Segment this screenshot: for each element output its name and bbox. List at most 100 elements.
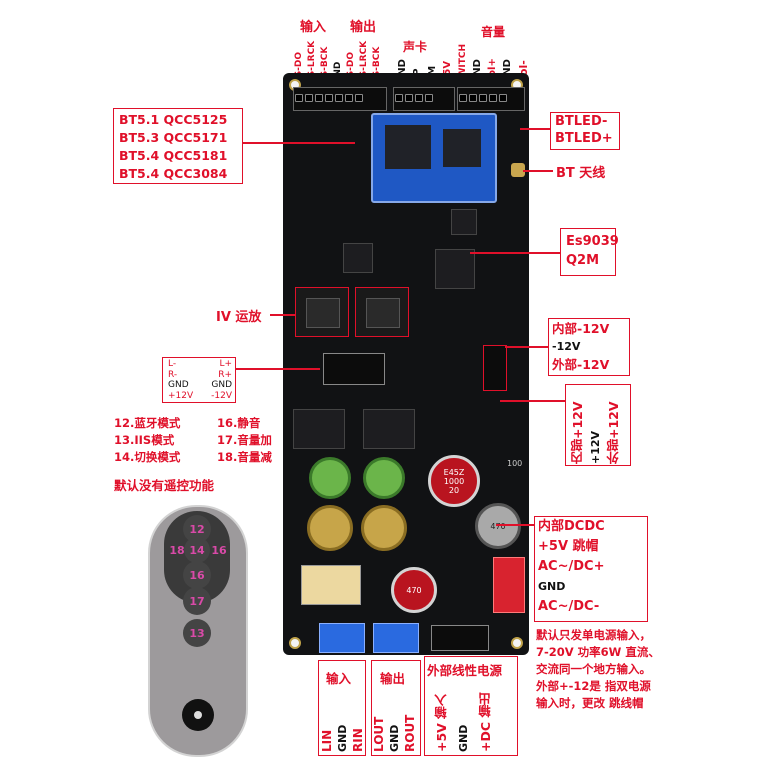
res-mark: 100 (507, 459, 523, 468)
capacitor: 470 (391, 567, 437, 613)
pcb-board: E45Z 1000 20 470 470 100 (283, 73, 529, 655)
dac-label: Es9039 Q2M (566, 232, 619, 270)
pin-label: GND (457, 724, 470, 752)
remote-key-list-right: 16.静音 17.音量加 18.音量减 (217, 415, 272, 466)
cap-mark: 470 (490, 521, 506, 531)
opamp-socket (295, 287, 349, 337)
dac-line-2: Q2M (566, 253, 600, 268)
btled-labels: BTLED- BTLED+ (555, 113, 613, 147)
lr-jumper-header (323, 353, 385, 385)
bottom-input-pins: LIN GND RIN (320, 700, 365, 752)
pin-gnd: GND (211, 380, 232, 390)
ext-power-header (431, 625, 489, 651)
pin-r-minus: R- (168, 369, 178, 380)
remote-button[interactable]: 16 (211, 543, 227, 557)
neg12-labels: 内部-12V -12V 外部-12V (552, 320, 609, 374)
output-opamp (293, 409, 345, 449)
pin-l-plus: L+ (219, 359, 232, 369)
cap-mark: E45Z (443, 467, 465, 477)
dac-chip (435, 249, 475, 289)
bt-chip (443, 129, 481, 167)
volume-label: 音量 (481, 25, 506, 39)
ext-power-pins: +5V 输入 GND +DC 输出 (432, 680, 495, 752)
acdc-minus-label: AC~/DC- (538, 599, 600, 614)
bt-module-item: BT5.4 QCC5181 (119, 148, 228, 163)
capacitor (309, 457, 351, 499)
ic-chip (343, 243, 373, 273)
dac-box (560, 228, 616, 276)
capacitor (363, 457, 405, 499)
pin-label: LOUT (372, 716, 386, 752)
bottom-output-label: 输出 (380, 671, 406, 686)
remote-control: 12 18 14 16 16 17 13 (148, 505, 248, 757)
callout-line (236, 368, 320, 370)
bottom-input-label: 输入 (326, 671, 352, 686)
pin-label: +5V 输入 (434, 693, 449, 752)
remote-key-item: 17.音量加 (217, 433, 272, 447)
antenna-connector (511, 163, 525, 177)
input-connector (319, 623, 365, 653)
callout-line (505, 346, 548, 348)
pos12-value: +12V (589, 430, 602, 464)
dcdc-label: 内部DCDC (538, 519, 605, 534)
dac-line-1: Es9039 (566, 234, 619, 249)
ext-power-box (424, 656, 518, 756)
capacitor (361, 505, 407, 551)
dcdc-labels: 内部DCDC +5V 跳帽 AC~/DC+ GND AC~/DC- (538, 517, 605, 617)
btled-plus-label: BTLED+ (555, 131, 613, 146)
neg12-box (548, 318, 630, 376)
ext-power-label: 外部线性电源 (427, 663, 503, 678)
pos12-labels: 内部+12V +12V 外部+12V (568, 388, 623, 464)
pin-label: ROUT (403, 714, 417, 752)
pin-label: LIN (320, 729, 334, 752)
pos12-external: 外部+12V (606, 401, 621, 464)
gnd-label: GND (538, 580, 566, 593)
neg12-external: 外部-12V (552, 357, 610, 372)
bottom-output-box (371, 660, 421, 756)
sound-header (393, 87, 455, 111)
iis-header (293, 87, 387, 111)
bottom-input-box (318, 660, 366, 756)
mount-hole (511, 637, 523, 649)
output-connector (373, 623, 419, 653)
remote-key-item: 14.切换模式 (114, 450, 181, 464)
remote-key-item: 16.静音 (217, 416, 261, 430)
callout-line (500, 400, 565, 402)
callout-line (470, 252, 560, 254)
neg12-internal: 内部-12V (552, 321, 610, 336)
callout-line (523, 170, 553, 172)
callout-line (520, 128, 550, 130)
soundcard-label: 声卡 (403, 40, 428, 54)
pos12-internal: 内部+12V (570, 401, 585, 464)
bt-chip (385, 125, 431, 169)
pin-label: +DC 输出 (478, 692, 493, 752)
capacitor (307, 505, 353, 551)
top-input-label: 输入 (300, 20, 327, 35)
pos12-box (565, 384, 631, 466)
remote-button[interactable]: 17 (183, 587, 211, 615)
btled-minus-label: BTLED- (555, 114, 608, 129)
callout-line (496, 524, 534, 526)
remote-button[interactable]: 13 (183, 619, 211, 647)
remote-button[interactable]: 18 (169, 543, 185, 557)
neg12-value: -12V (552, 340, 581, 353)
ic-chip (451, 209, 477, 235)
pin-label: GND (388, 724, 401, 752)
callout-line (270, 314, 296, 316)
remote-button[interactable]: 14 (184, 537, 210, 563)
remote-button[interactable]: 16 (183, 561, 211, 589)
cap-mark: 470 (406, 585, 422, 595)
pin-neg12: -12V (211, 390, 232, 401)
bt-antenna-label: BT 天线 (556, 166, 606, 181)
power-connector (493, 557, 525, 613)
bt-module-item: BT5.4 QCC3084 (119, 166, 228, 181)
power-note: 默认只发单电源输入，7-20V 功率6W 直流、交流同一个地方输入。外部+-12… (536, 628, 660, 710)
acdc-plus-label: AC~/DC+ (538, 559, 605, 574)
btled-box (550, 112, 620, 150)
remote-key-item: 18.音量减 (217, 450, 272, 464)
remote-battery-hole (182, 699, 214, 731)
bt-module-item: BT5.3 QCC5171 (119, 130, 228, 145)
pin-r-plus: R+ (218, 369, 232, 380)
relay (301, 565, 361, 605)
bt-module (371, 113, 497, 203)
